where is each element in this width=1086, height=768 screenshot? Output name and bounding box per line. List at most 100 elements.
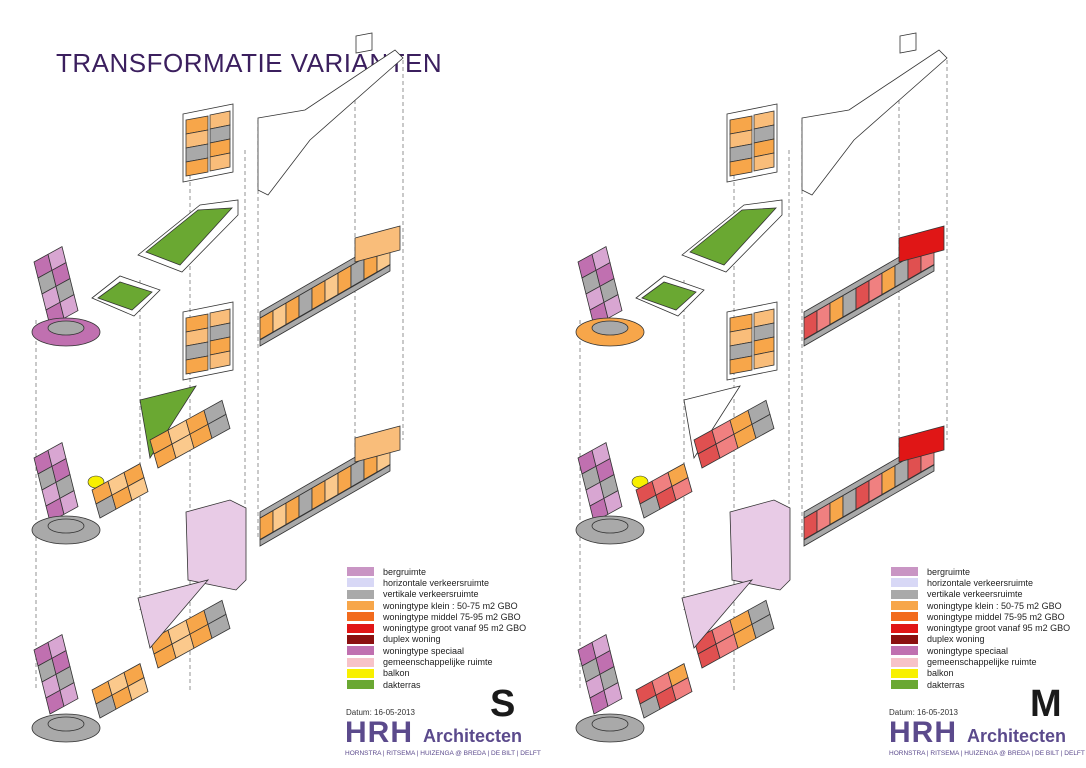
left-cluster-mid [603, 489, 623, 515]
left-cluster-upper [603, 293, 623, 319]
legend-label: duplex woning [927, 634, 985, 645]
roof-terrace [689, 207, 777, 266]
left-cluster-lower [59, 681, 79, 707]
left-round-tower-upper-core [591, 320, 629, 336]
legend-label: horizontale verkeersruimte [383, 577, 490, 588]
legend-swatch [891, 634, 918, 644]
legend-label: vertikale verkeersruimte [927, 589, 1023, 600]
connector-mid [127, 477, 149, 501]
legend-item: bergruimte [891, 566, 1070, 577]
legend-item: vertikale verkeersruimte [347, 589, 526, 600]
legend-item: bergruimte [347, 566, 526, 577]
legend-item: woningtype speciaal [891, 645, 1070, 656]
legend-item: duplex woning [347, 634, 526, 645]
left-round-tower-mid-core [591, 518, 629, 534]
legend-item: gemeenschappelijke ruimte [347, 656, 526, 667]
legend-swatch [347, 634, 374, 644]
legend-label: balkon [383, 668, 410, 679]
legend-item: woningtype groot vanaf 95 m2 GBO [347, 622, 526, 633]
legend-swatch [347, 646, 374, 656]
roof-terrace [145, 207, 233, 266]
legend-swatch [891, 657, 918, 667]
middle-tower-outline [182, 301, 234, 381]
legend-item: horizontale verkeersruimte [891, 577, 1070, 588]
middle-tower [209, 350, 231, 370]
roof-stair-box [899, 32, 917, 54]
upper-tower [209, 152, 231, 172]
legend-label: woningtype middel 75-95 m2 GBO [927, 611, 1065, 622]
legend-swatch [891, 567, 918, 577]
legend-label: dakterras [927, 679, 965, 690]
special-block [185, 499, 247, 591]
right-wing-lower-wall [259, 464, 391, 547]
legend-item: dakterras [347, 679, 526, 690]
legend-item: balkon [891, 668, 1070, 679]
legend-swatch [891, 601, 918, 611]
legend-label: dakterras [383, 679, 421, 690]
diagonal-wing-b [207, 613, 231, 639]
legend-label: woningtype groot vanaf 95 m2 GBO [383, 623, 527, 634]
legend-label: woningtype groot vanaf 95 m2 GBO [927, 623, 1071, 634]
legend-item: duplex woning [891, 634, 1070, 645]
datum-m: Datum: 16-05-2013 [889, 708, 958, 717]
legend-item: woningtype speciaal [347, 645, 526, 656]
left-cluster-upper [59, 293, 79, 319]
left-cluster-lower [603, 681, 623, 707]
middle-tower-outline [726, 301, 778, 381]
legend-swatch [891, 623, 918, 633]
logo-subtitle: HORNSTRA | RITSEMA | HUIZENGA @ BREDA | … [345, 750, 541, 757]
legend-item: balkon [347, 668, 526, 679]
right-wing-lower-wall [803, 464, 935, 547]
left-cluster-mid [59, 489, 79, 515]
left-round-tower-upper-core [47, 320, 85, 336]
legend-swatch [347, 601, 374, 611]
wing-end-lower [354, 425, 401, 463]
right-wing-upper-wall [803, 264, 935, 347]
legend-label: balkon [927, 668, 954, 679]
legend-label: woningtype klein : 50-75 m2 GBO [383, 600, 518, 611]
variant-label-s: S [490, 683, 516, 725]
legend-swatch [891, 589, 918, 599]
upper-tower [753, 152, 775, 172]
roof-outline [257, 49, 404, 196]
legend-swatch [347, 657, 374, 667]
wing-end-lower [898, 425, 945, 463]
logo-suffix: Architecten [967, 726, 1067, 746]
left-round-tower-lower-core [47, 716, 85, 732]
legend-swatch [891, 668, 918, 678]
legend-label: woningtype speciaal [383, 645, 465, 656]
wing-end-upper [898, 225, 945, 263]
legend-item: vertikale verkeersruimte [891, 589, 1070, 600]
connector-lower [127, 677, 149, 701]
legend-swatch [347, 589, 374, 599]
legend-item: dakterras [891, 679, 1070, 690]
legend-label: woningtype middel 75-95 m2 GBO [383, 611, 521, 622]
legend-label: bergruimte [927, 566, 971, 577]
legend-swatch [891, 578, 918, 588]
variant-label-m: M [1030, 683, 1062, 725]
legend-item: woningtype middel 75-95 m2 GBO [347, 611, 526, 622]
diagonal-wing-b [751, 613, 775, 639]
datum-s: Datum: 16-05-2013 [346, 708, 415, 717]
legend-item: woningtype klein : 50-75 m2 GBO [347, 600, 526, 611]
logo-name: HRH [345, 716, 413, 749]
upper-tower [185, 157, 209, 177]
legend-label: vertikale verkeersruimte [383, 589, 479, 600]
roof-outline [801, 49, 948, 196]
wing-end-upper [354, 225, 401, 263]
upper-tower-outline [726, 103, 778, 183]
legend-item: woningtype middel 75-95 m2 GBO [891, 611, 1070, 622]
upper-tower [729, 157, 753, 177]
small-terrace [641, 281, 697, 311]
diagonal-wing-a [751, 413, 775, 439]
special-block [729, 499, 791, 591]
legend-swatch [891, 646, 918, 656]
legend-swatch [347, 567, 374, 577]
legend-swatch [347, 668, 374, 678]
legend-item: horizontale verkeersruimte [347, 577, 526, 588]
